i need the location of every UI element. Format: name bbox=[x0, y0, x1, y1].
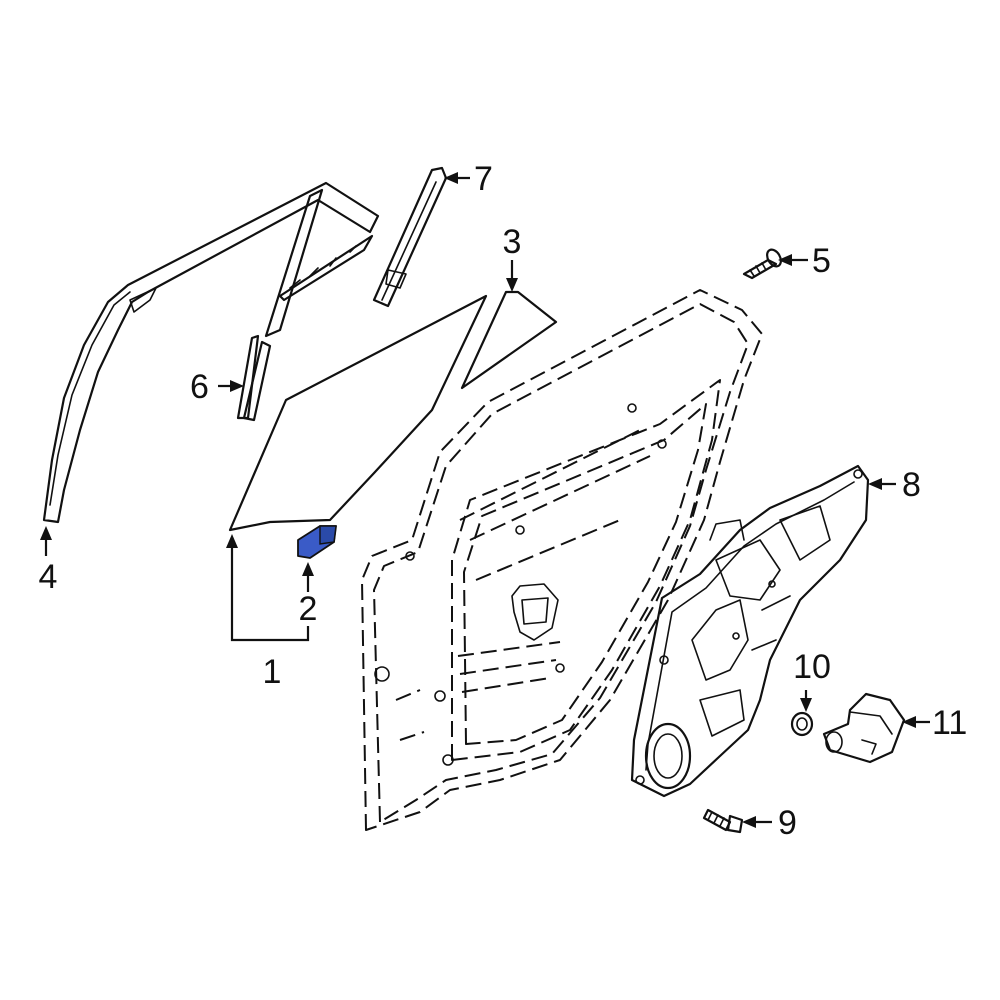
part-4-door-frame[interactable] bbox=[42, 181, 380, 524]
part-8-regulator-panel[interactable] bbox=[630, 464, 870, 798]
callout-1: 1 bbox=[263, 653, 282, 691]
callout-5: 5 bbox=[812, 242, 831, 280]
callout-7: 7 bbox=[474, 160, 493, 198]
part-2-glass-channel[interactable] bbox=[297, 525, 337, 559]
part-10-clip[interactable] bbox=[790, 711, 814, 737]
part-9-bolt[interactable] bbox=[702, 808, 744, 834]
callout-2: 2 bbox=[299, 590, 318, 628]
leader-lines bbox=[40, 172, 930, 828]
part-1-door-glass[interactable] bbox=[228, 294, 488, 532]
callout-9: 9 bbox=[778, 804, 797, 842]
callout-4: 4 bbox=[39, 558, 58, 596]
part-7-rear-channel[interactable] bbox=[372, 166, 448, 308]
callout-3: 3 bbox=[503, 223, 522, 261]
door-shell bbox=[361, 289, 763, 831]
part-3-quarter-glass[interactable] bbox=[460, 290, 558, 390]
part-6-division-bar[interactable] bbox=[236, 334, 272, 422]
callout-6: 6 bbox=[190, 368, 209, 406]
callout-10: 10 bbox=[793, 648, 831, 686]
callout-11: 11 bbox=[932, 704, 967, 742]
part-5-screw[interactable] bbox=[742, 247, 784, 280]
callout-8: 8 bbox=[902, 466, 921, 504]
part-11-motor[interactable] bbox=[822, 692, 906, 764]
